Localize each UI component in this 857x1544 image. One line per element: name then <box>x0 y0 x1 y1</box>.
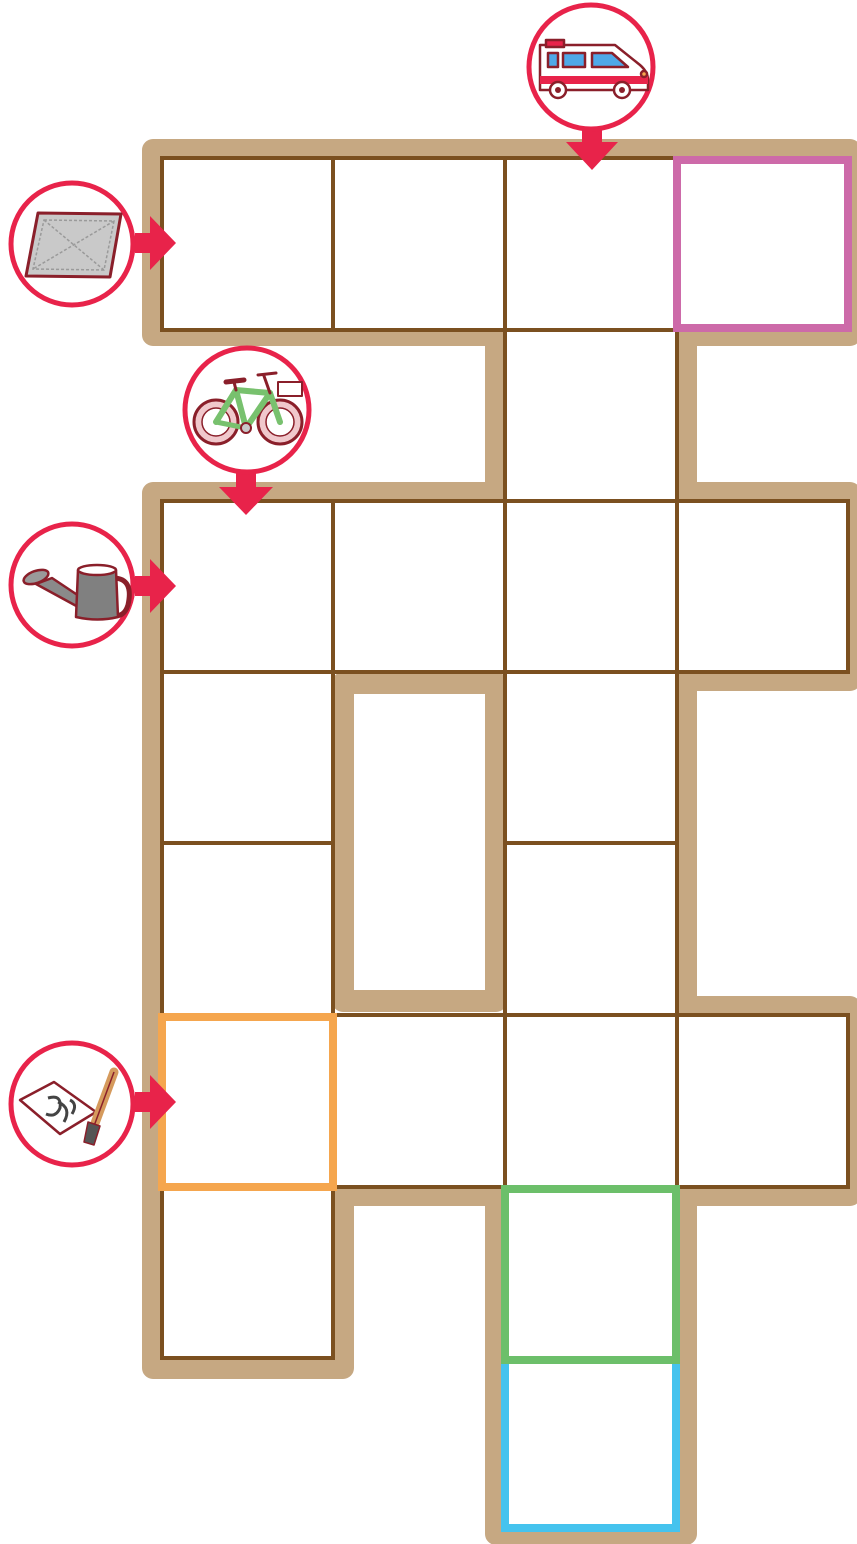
clue-watering-can[interactable] <box>11 524 133 646</box>
grid-cell[interactable] <box>505 158 677 330</box>
grid-cell[interactable] <box>505 330 677 501</box>
grid-cell[interactable] <box>162 501 333 672</box>
grid-cell[interactable] <box>505 1358 677 1530</box>
grid-cell[interactable] <box>162 1015 333 1187</box>
clue-calligraphy[interactable] <box>11 1043 133 1165</box>
grid-cell[interactable] <box>162 843 333 1015</box>
clue-bicycle[interactable] <box>185 348 309 472</box>
clue-ambulance[interactable] <box>529 5 653 129</box>
grid-cell[interactable] <box>505 501 677 672</box>
grid-cell[interactable] <box>677 1015 848 1187</box>
furoshiki-cloth-icon <box>26 213 121 277</box>
grid-cell[interactable] <box>505 672 677 843</box>
grid-cell[interactable] <box>162 1187 333 1358</box>
clue-cloth[interactable] <box>11 183 133 305</box>
grid-cell[interactable] <box>162 158 333 330</box>
grid-cell[interactable] <box>333 501 505 672</box>
grid-cell[interactable] <box>677 501 848 672</box>
grid-cell[interactable] <box>677 158 848 330</box>
grid-cell[interactable] <box>505 1015 677 1187</box>
grid-cell[interactable] <box>505 1187 677 1358</box>
grid-cell[interactable] <box>333 1015 505 1187</box>
grid-cell[interactable] <box>333 158 505 330</box>
grid-cell[interactable] <box>162 672 333 843</box>
grid-cell[interactable] <box>505 843 677 1015</box>
